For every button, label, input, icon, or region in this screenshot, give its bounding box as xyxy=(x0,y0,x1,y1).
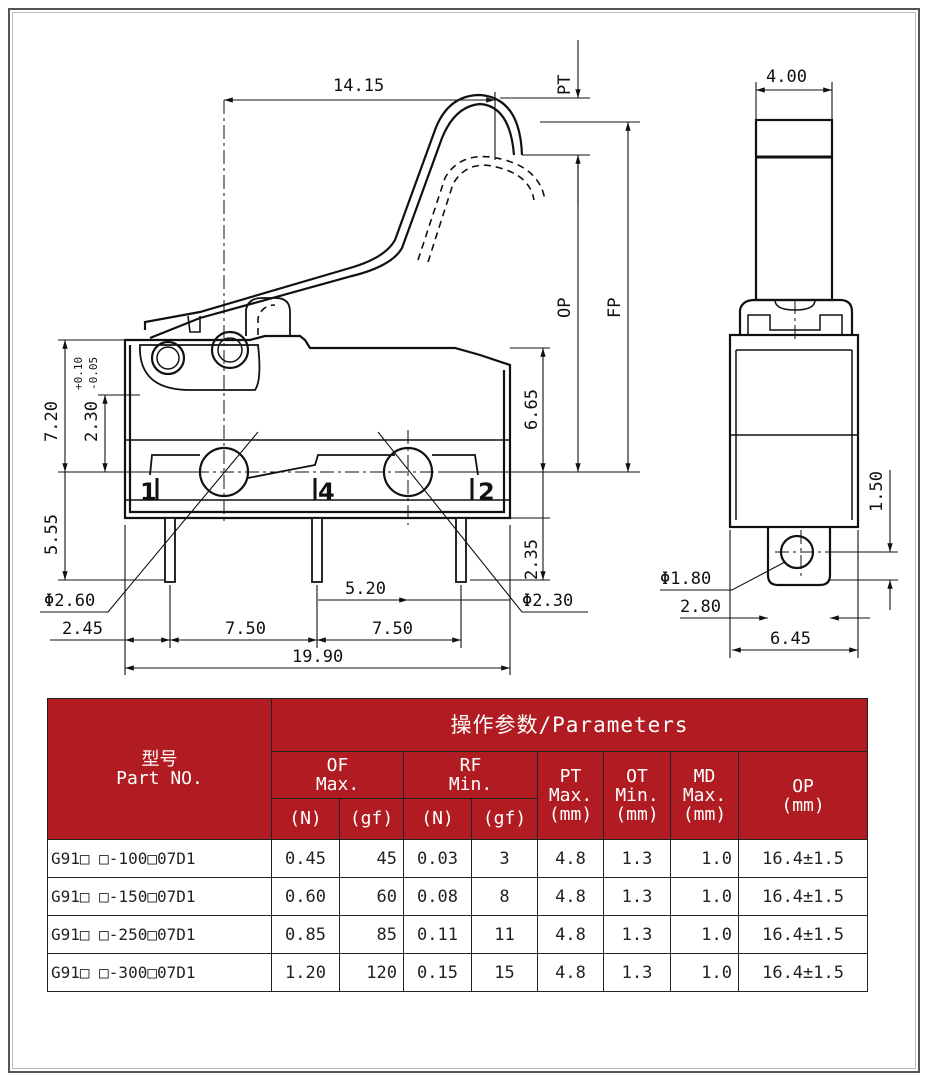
unit-rf-gf: (gf) xyxy=(471,797,538,841)
cell-pt: 4.8 xyxy=(537,953,604,992)
dim-6-65: 6.65 xyxy=(522,389,542,430)
cell-of-gf: 60 xyxy=(339,877,404,917)
dim-6-45: 6.45 xyxy=(770,629,811,649)
dim-dia-2-30: Φ2.30 xyxy=(522,591,573,611)
dim-19-90: 19.90 xyxy=(292,647,343,667)
dim-2-35: 2.35 xyxy=(522,539,542,580)
dim-2-80: 2.80 xyxy=(680,597,721,617)
cell-rf-n: 0.15 xyxy=(403,953,472,992)
cell-of-n: 0.60 xyxy=(271,877,340,917)
col-ot: OT Min. (mm) xyxy=(603,751,671,841)
cell-ot: 1.3 xyxy=(603,877,671,917)
cell-model: G91□ □-150□07D1 xyxy=(47,877,272,917)
col-of: OF Max. xyxy=(271,751,404,799)
model-header: 型号 Part NO. xyxy=(47,697,272,841)
lever-dashed-position xyxy=(257,155,546,335)
unit-of-n: (N) xyxy=(271,797,340,841)
dimension-lines xyxy=(40,40,640,675)
cell-of-n: 0.85 xyxy=(271,915,340,955)
dim-7-20: 7.20 xyxy=(42,401,62,442)
cell-ot: 1.3 xyxy=(603,915,671,955)
dim-2-30-tol-minus: -0.05 xyxy=(87,357,100,390)
cell-rf-gf: 8 xyxy=(471,877,538,917)
col-op: OP (mm) xyxy=(737,751,869,841)
parameters-table: 型号 Part NO. 操作参数/Parameters OF Max. RF M… xyxy=(47,697,869,992)
cell-of-gf: 45 xyxy=(339,839,404,879)
table-title: 操作参数/Parameters xyxy=(270,697,869,753)
dim-dia-2-60: Φ2.60 xyxy=(44,591,95,611)
cell-pt: 4.8 xyxy=(537,877,604,917)
dim-dia-1-80: Φ1.80 xyxy=(660,569,711,589)
cell-of-n: 0.45 xyxy=(271,839,340,879)
model-header-cn: 型号 xyxy=(141,749,178,771)
cell-md: 1.0 xyxy=(670,953,739,992)
cell-op: 16.4±1.5 xyxy=(737,915,869,955)
cell-pt: 4.8 xyxy=(537,915,604,955)
dim-pt: PT xyxy=(555,75,575,95)
terminal-1-label: 1 xyxy=(140,478,157,506)
col-pt: PT Max. (mm) xyxy=(537,751,604,841)
cell-ot: 1.3 xyxy=(603,839,671,879)
cell-pt: 4.8 xyxy=(537,839,604,879)
cell-of-n: 1.20 xyxy=(271,953,340,992)
switch-lever xyxy=(143,93,524,340)
dim-2-30: 2.30 xyxy=(82,401,102,442)
col-md: MD Max. (mm) xyxy=(670,751,739,841)
terminal-2-label: 2 xyxy=(478,478,495,506)
dim-7-50-right: 7.50 xyxy=(372,619,413,639)
cell-md: 1.0 xyxy=(670,877,739,917)
dim-4-00: 4.00 xyxy=(766,67,807,87)
dim-2-45: 2.45 xyxy=(62,619,103,639)
cell-rf-gf: 3 xyxy=(471,839,538,879)
terminal-4-label: 4 xyxy=(318,478,335,506)
side-view xyxy=(728,118,860,587)
dim-5-20: 5.20 xyxy=(345,579,386,599)
dim-fp: FP xyxy=(605,298,625,318)
cell-rf-gf: 15 xyxy=(471,953,538,992)
cell-ot: 1.3 xyxy=(603,953,671,992)
terminal-pins xyxy=(164,517,467,583)
dim-7-50-left: 7.50 xyxy=(225,619,266,639)
unit-of-gf: (gf) xyxy=(339,797,404,841)
cell-rf-gf: 11 xyxy=(471,915,538,955)
model-header-en: Part NO. xyxy=(116,768,203,790)
dim-1-50: 1.50 xyxy=(867,471,887,512)
col-rf: RF Min. xyxy=(403,751,538,799)
cell-md: 1.0 xyxy=(670,915,739,955)
cell-rf-n: 0.08 xyxy=(403,877,472,917)
cell-model: G91□ □-250□07D1 xyxy=(47,915,272,955)
dim-14-15: 14.15 xyxy=(333,76,384,96)
dim-5-55: 5.55 xyxy=(42,514,62,555)
dim-2-30-tol-plus: +0.10 xyxy=(72,357,85,390)
unit-rf-n: (N) xyxy=(403,797,472,841)
cell-rf-n: 0.11 xyxy=(403,915,472,955)
cell-of-gf: 120 xyxy=(339,953,404,992)
cell-op: 16.4±1.5 xyxy=(737,953,869,992)
cell-md: 1.0 xyxy=(670,839,739,879)
cell-of-gf: 85 xyxy=(339,915,404,955)
cell-op: 16.4±1.5 xyxy=(737,877,869,917)
side-dimension-lines xyxy=(660,82,898,658)
outer-frame xyxy=(8,8,920,1073)
switch-drawing: 1 4 2 xyxy=(40,40,898,675)
cell-rf-n: 0.03 xyxy=(403,839,472,879)
center-lines xyxy=(195,100,830,580)
cell-model: G91□ □-300□07D1 xyxy=(47,953,272,992)
dim-op: OP xyxy=(555,298,575,318)
cell-model: G91□ □-100□07D1 xyxy=(47,839,272,879)
cell-op: 16.4±1.5 xyxy=(737,839,869,879)
